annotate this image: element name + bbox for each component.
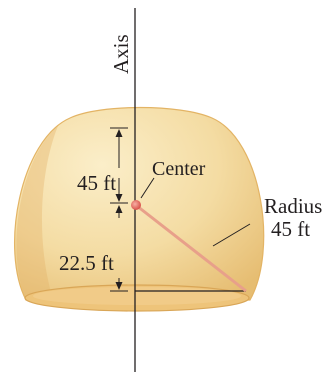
center-label: Center xyxy=(152,158,206,180)
dim-bottom-arrow-down xyxy=(115,282,123,290)
radius-label-line1: Radius xyxy=(264,194,322,218)
dim-bottom-arrow-up xyxy=(115,205,123,213)
center-pointer xyxy=(140,177,155,199)
dim-top-arrow-up xyxy=(115,129,123,137)
center-dot xyxy=(131,200,141,210)
radius-line xyxy=(136,204,247,293)
dim-top-arrow-down xyxy=(115,194,123,202)
axis-label: Axis xyxy=(109,34,133,74)
radius-label-line2: 45 ft xyxy=(271,217,310,241)
bottom-dimension-label: 22.5 ft xyxy=(59,251,114,275)
base-ellipse-inner xyxy=(33,287,241,305)
dome-shading xyxy=(16,126,58,300)
top-dimension-label: 45 ft xyxy=(77,171,116,195)
radius-pointer xyxy=(212,223,251,247)
